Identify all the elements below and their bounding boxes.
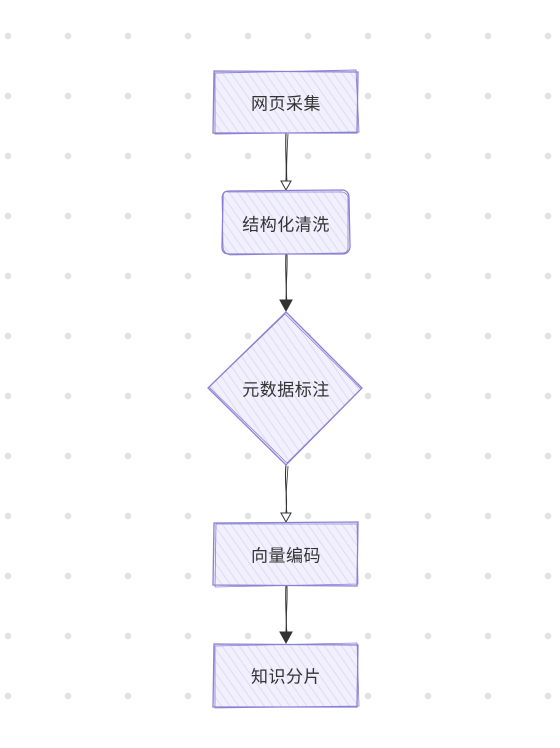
edge-n1-n2[interactable] (280, 132, 292, 192)
hollow-arrowhead-icon (280, 512, 292, 524)
node-n1-box[interactable] (212, 69, 360, 135)
node-n3-label: 元数据标注 (242, 380, 330, 401)
node-n1-label: 网页采集 (251, 94, 321, 115)
edge-n3-n4[interactable] (280, 464, 292, 524)
node-n4-label: 向量编码 (251, 546, 321, 567)
node-n5-box[interactable] (212, 642, 360, 709)
node-n5-label: 知识分片 (251, 667, 321, 688)
node-n4-box[interactable] (212, 521, 359, 588)
hollow-arrowhead-icon (280, 180, 292, 192)
node-n2-label: 结构化清洗 (242, 215, 330, 236)
edge-n2-n3[interactable] (279, 253, 293, 313)
node-n3-diamond[interactable] (207, 311, 363, 466)
edge-n4-n5[interactable] (279, 585, 293, 645)
filled-arrowhead-icon (279, 631, 293, 645)
node-n2-box[interactable] (221, 189, 351, 256)
filled-arrowhead-icon (279, 299, 293, 313)
